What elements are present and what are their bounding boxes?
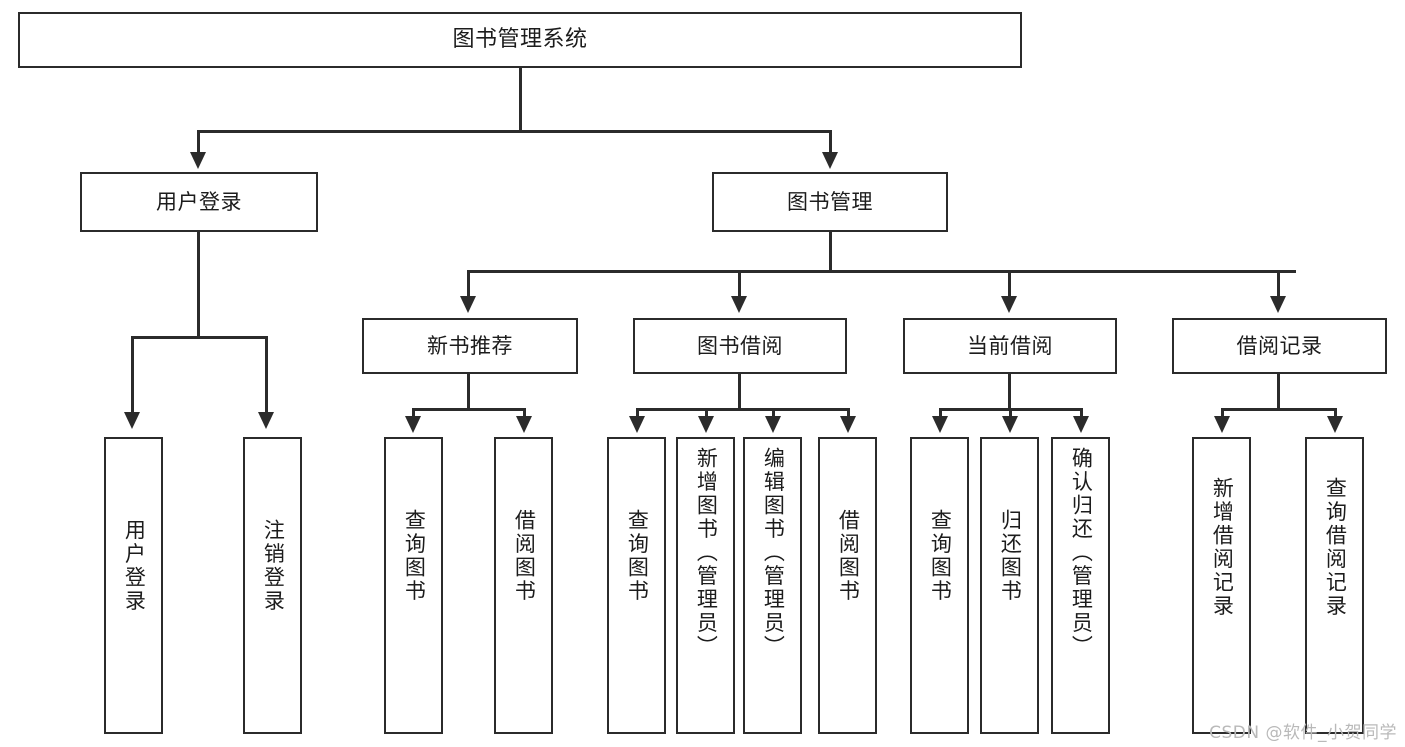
- arrowhead-leaf-borrowrecord-2: [1327, 416, 1343, 433]
- arrowhead-leaf-newbook-1: [405, 416, 421, 433]
- node-label: 归还图书: [998, 509, 1023, 603]
- node-leaf-currentborrow-return-book[interactable]: 归还图书: [980, 437, 1039, 734]
- node-user-login[interactable]: 用户登录: [80, 172, 318, 232]
- node-new-book-recommend[interactable]: 新书推荐: [362, 318, 578, 374]
- arrowhead-leaf-bookborrow-4: [840, 416, 856, 433]
- connector-new-book-bus: [413, 408, 525, 411]
- connector-drop-current-borrow: [1008, 270, 1011, 300]
- connector-drop-leaf-borrowrecord-1: [1221, 408, 1224, 418]
- arrowhead-leaf-currentborrow-3: [1073, 416, 1089, 433]
- arrowhead-leaf-user-login-1: [124, 412, 140, 429]
- node-label: 借阅记录: [1236, 333, 1323, 358]
- arrowhead-leaf-bookborrow-3: [765, 416, 781, 433]
- node-leaf-newbook-query-book[interactable]: 查询图书: [384, 437, 443, 734]
- node-label: 查询图书: [625, 509, 650, 603]
- node-label: 图书管理系统: [452, 27, 588, 53]
- connector-borrow-record-stem: [1277, 374, 1280, 410]
- arrowhead-user-login: [190, 152, 206, 169]
- node-leaf-currentborrow-query-book[interactable]: 查询图书: [910, 437, 969, 734]
- node-label: 确认归还（管理员）: [1069, 447, 1094, 659]
- connector-drop-leaf-borrowrecord-2: [1334, 408, 1337, 418]
- node-label: 借阅图书: [836, 509, 861, 603]
- node-leaf-bookborrow-query-book[interactable]: 查询图书: [607, 437, 666, 734]
- node-label: 新书推荐: [427, 333, 513, 358]
- connector-drop-book-management: [829, 130, 832, 155]
- arrowhead-book-management: [822, 152, 838, 169]
- node-leaf-bookborrow-add-book-admin[interactable]: 新增图书（管理员）: [676, 437, 735, 734]
- connector-drop-leaf-bookborrow-3: [772, 408, 775, 418]
- arrowhead-leaf-newbook-2: [516, 416, 532, 433]
- connector-new-book-stem: [467, 374, 470, 410]
- arrowhead-leaf-borrowrecord-1: [1214, 416, 1230, 433]
- connector-book-borrow-bus: [637, 408, 849, 411]
- arrowhead-borrow-record: [1270, 296, 1286, 313]
- node-label: 新增图书（管理员）: [694, 447, 719, 659]
- node-current-borrow[interactable]: 当前借阅: [903, 318, 1117, 374]
- node-label: 注销登录: [261, 519, 286, 613]
- node-label: 借阅图书: [512, 509, 537, 603]
- arrowhead-leaf-currentborrow-2: [1002, 416, 1018, 433]
- arrowhead-leaf-bookborrow-2: [698, 416, 714, 433]
- node-leaf-newbook-borrow-book[interactable]: 借阅图书: [494, 437, 553, 734]
- connector-level2-bus: [198, 130, 832, 133]
- connector-level3-bus: [468, 270, 1296, 273]
- node-book-borrow[interactable]: 图书借阅: [633, 318, 847, 374]
- arrowhead-leaf-user-login-2: [258, 412, 274, 429]
- arrowhead-new-book: [460, 296, 476, 313]
- connector-drop-leaf-currentborrow-1: [939, 408, 942, 418]
- connector-book-borrow-stem: [738, 374, 741, 410]
- connector-drop-leaf-currentborrow-2: [1009, 408, 1012, 418]
- node-leaf-borrowrecord-query-record[interactable]: 查询借阅记录: [1305, 437, 1364, 734]
- node-leaf-user-login-login[interactable]: 用户登录: [104, 437, 163, 734]
- csdn-watermark: CSDN @软件_小贺同学: [1209, 723, 1397, 743]
- node-borrow-record[interactable]: 借阅记录: [1172, 318, 1387, 374]
- connector-root-stem: [519, 68, 522, 131]
- connector-drop-leaf-user-login-1: [131, 336, 134, 414]
- node-leaf-borrowrecord-add-record[interactable]: 新增借阅记录: [1192, 437, 1251, 734]
- connector-drop-leaf-bookborrow-2: [705, 408, 708, 418]
- node-label: 查询借阅记录: [1323, 477, 1348, 618]
- connector-drop-leaf-bookborrow-4: [847, 408, 850, 418]
- connector-borrow-record-bus: [1222, 408, 1336, 411]
- connector-drop-leaf-newbook-2: [523, 408, 526, 418]
- connector-user-login-bus: [132, 336, 267, 339]
- connector-drop-book-borrow: [738, 270, 741, 300]
- connector-user-login-stem: [197, 232, 200, 338]
- node-label: 新增借阅记录: [1210, 477, 1235, 618]
- node-label: 查询图书: [928, 509, 953, 603]
- node-leaf-user-login-logout[interactable]: 注销登录: [243, 437, 302, 734]
- node-leaf-currentborrow-confirm-return-admin[interactable]: 确认归还（管理员）: [1051, 437, 1110, 734]
- connector-drop-leaf-user-login-2: [265, 336, 268, 414]
- node-label: 用户登录: [122, 519, 147, 613]
- arrowhead-leaf-currentborrow-1: [932, 416, 948, 433]
- arrowhead-current-borrow: [1001, 296, 1017, 313]
- node-leaf-bookborrow-borrow-book[interactable]: 借阅图书: [818, 437, 877, 734]
- connector-drop-user-login: [197, 130, 200, 155]
- node-label: 查询图书: [402, 509, 427, 603]
- connector-drop-leaf-newbook-1: [412, 408, 415, 418]
- node-root-book-management-system[interactable]: 图书管理系统: [18, 12, 1022, 68]
- node-book-management[interactable]: 图书管理: [712, 172, 948, 232]
- node-label: 图书借阅: [697, 333, 783, 358]
- node-label: 用户登录: [156, 189, 242, 214]
- connector-drop-leaf-currentborrow-3: [1080, 408, 1083, 418]
- connector-drop-borrow-record: [1277, 270, 1280, 300]
- node-leaf-bookborrow-edit-book-admin[interactable]: 编辑图书（管理员）: [743, 437, 802, 734]
- arrowhead-leaf-bookborrow-1: [629, 416, 645, 433]
- connector-current-borrow-stem: [1008, 374, 1011, 410]
- connector-drop-new-book: [467, 270, 470, 300]
- node-label: 编辑图书（管理员）: [761, 447, 786, 659]
- connector-drop-leaf-bookborrow-1: [636, 408, 639, 418]
- connector-book-management-stem: [829, 232, 832, 272]
- node-label: 图书管理: [787, 189, 873, 214]
- node-label: 当前借阅: [967, 333, 1053, 358]
- arrowhead-book-borrow: [731, 296, 747, 313]
